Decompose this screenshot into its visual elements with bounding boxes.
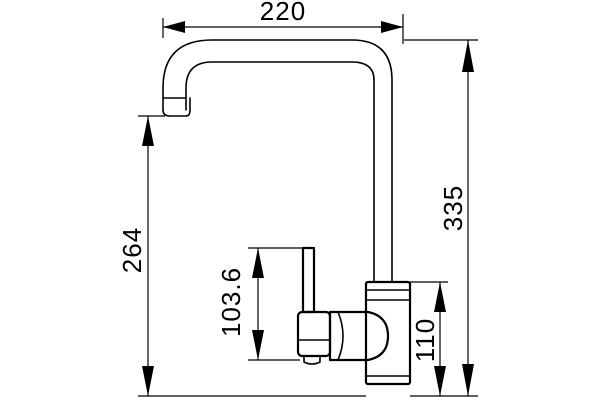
arrow-spout-top	[142, 116, 154, 146]
dimension-height-spout: 264	[117, 115, 366, 397]
arrow-handle-bottom	[252, 330, 264, 360]
arrow-body-bottom	[434, 366, 446, 396]
arrow-total-bottom	[462, 364, 474, 396]
label-height-spout: 264	[117, 227, 147, 273]
faucet-outline	[162, 39, 412, 386]
arrow-total-top	[462, 40, 474, 72]
label-height-handle: 103.6	[216, 267, 246, 337]
cartridge-housing	[328, 310, 390, 362]
lever-cap	[303, 355, 321, 365]
dimension-height-total: 335	[404, 39, 478, 397]
arrow-body-top	[434, 282, 446, 312]
spout-inner	[185, 61, 375, 283]
arrow-handle-top	[252, 248, 264, 278]
dimension-width-top: 220	[162, 0, 404, 44]
spout-mouth	[162, 97, 191, 117]
spout-outer	[162, 39, 393, 283]
label-height-body: 110	[410, 318, 440, 362]
dimension-height-handle: 103.6	[216, 247, 303, 361]
label-width-top: 220	[260, 0, 306, 26]
lever-base	[296, 310, 332, 358]
arrow-width-left	[163, 21, 185, 33]
arrow-width-right	[381, 21, 403, 33]
dimension-height-body: 110	[410, 281, 448, 396]
label-height-total: 335	[438, 185, 468, 231]
cartridge-ring	[337, 311, 344, 361]
arrow-spout-bottom	[142, 366, 154, 396]
lever-handle	[301, 246, 316, 314]
